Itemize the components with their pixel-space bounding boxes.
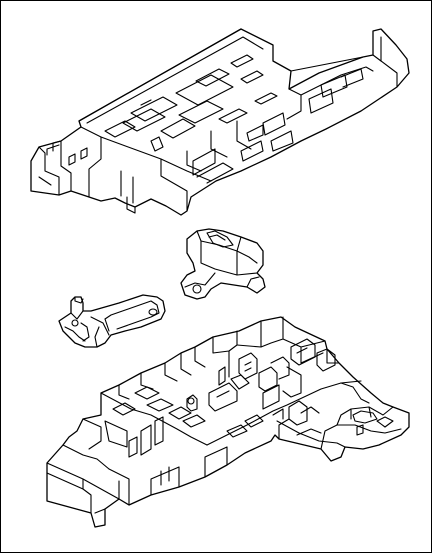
relay-component (180, 228, 266, 300)
terminal-connector (58, 294, 166, 348)
upper-fuse-box-cover (30, 28, 410, 216)
lower-fuse-box-base (46, 316, 410, 528)
